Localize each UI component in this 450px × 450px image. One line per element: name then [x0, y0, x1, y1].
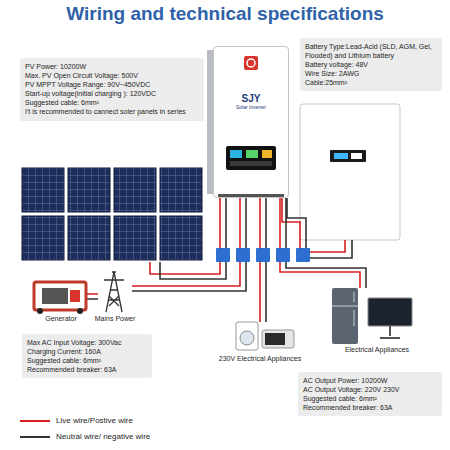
product-name: Solar Inverter — [214, 104, 288, 110]
wire — [220, 198, 300, 248]
generator-icon — [34, 282, 86, 310]
spec-panel: Max AC Input Voltage: 300VacCharging Cur… — [22, 334, 152, 378]
spec-line: Recommended breaker: 63A — [27, 365, 147, 374]
generator-icon — [34, 282, 86, 314]
appliance-230v-icon — [240, 331, 254, 345]
spec-line: Max. PV Open Circuit Voltage: 500V — [25, 71, 199, 80]
breaker — [276, 248, 290, 262]
appliance-230v-icon — [265, 333, 285, 345]
spec-line: Recommended breaker: 63A — [303, 403, 437, 412]
icon-label: Mains Power — [86, 315, 144, 323]
wire — [86, 240, 366, 322]
appliance-230v-icon — [262, 330, 294, 348]
legend-entry: Neutral wire/ negative wire — [56, 432, 150, 441]
spec-line: AC Output Voltage: 220V 230V — [303, 385, 437, 394]
wire — [226, 198, 306, 248]
spec-panel: Battery Type:Lead-Acid (SLD, AGM, Gel, F… — [300, 38, 442, 91]
battery-unit — [351, 153, 362, 159]
inverter-body — [226, 146, 276, 170]
generator-icon — [37, 308, 43, 314]
solar-panel — [22, 168, 202, 260]
solar-panel — [22, 168, 64, 212]
inverter-body — [244, 56, 258, 70]
solar-panel — [114, 168, 156, 212]
spec-panel: AC Output Power: 10200WAC Output Voltage… — [298, 372, 442, 416]
spec-line: PV Power: 10200W — [25, 62, 199, 71]
spec-line: Suggested cable: 6mm² — [27, 356, 147, 365]
breaker — [256, 248, 270, 262]
inverter-body — [247, 59, 255, 67]
solar-panel — [68, 216, 110, 260]
inverter-box: SJYSolar Inverter — [213, 46, 289, 198]
legend-line-sample — [20, 421, 50, 437]
spec-panel: PV Power: 10200WMax. PV Open Circuit Vol… — [20, 58, 204, 121]
spec-line: Charging Current: 160A — [27, 347, 147, 356]
diagram-title: Wiring and technical specifications — [0, 3, 450, 25]
solar-panel — [160, 216, 202, 260]
appliance-230v-icon — [236, 322, 258, 350]
spec-line: AC Output Power: 10200W — [303, 376, 437, 385]
spec-line: Max AC Input Voltage: 300Vac — [27, 338, 147, 347]
legend-line-sample — [20, 436, 50, 438]
spec-line: Start-up voltage(initial charging ): 120… — [25, 89, 199, 98]
brand-logo-text: SJY — [214, 93, 288, 104]
wire — [86, 198, 366, 322]
legend-text: Live wire/Postive wire — [56, 416, 133, 425]
mains-tower-icon — [104, 272, 124, 312]
appliance-230v-icon — [236, 322, 294, 350]
inverter-body — [262, 150, 272, 158]
icon-label: Generator — [30, 315, 92, 323]
spec-line: I't is recommended to cannect soler pane… — [25, 107, 199, 116]
spec-line: PV MPPT Voltage Range: 90V~450VDC — [25, 80, 199, 89]
spec-line: Suggested cable: 6mm² — [303, 394, 437, 403]
generator-icon — [42, 288, 68, 304]
electrical-appliances-icon — [332, 288, 412, 344]
battery-unit — [330, 150, 366, 162]
generator-icon — [77, 308, 83, 314]
icon-label: 230V Electrical Appliances — [200, 355, 320, 363]
spec-line: Battery voltage: 48V — [305, 60, 437, 69]
battery-unit — [300, 104, 400, 240]
electrical-appliances-icon — [380, 326, 400, 338]
solar-panel — [114, 216, 156, 260]
spec-line: Battery Type:Lead-Acid (SLD, AGM, Gel, F… — [305, 42, 437, 60]
inverter-body — [230, 161, 272, 166]
spec-line: Cable:25mm² — [305, 78, 437, 87]
spec-line: Suggested cable: 6mm² — [25, 98, 199, 107]
solar-panel — [22, 216, 64, 260]
electrical-appliances-icon — [368, 298, 412, 326]
inverter-body — [246, 150, 258, 158]
breaker — [216, 248, 230, 262]
mains-tower-icon — [104, 272, 124, 312]
legend-line-sample — [20, 420, 50, 422]
solar-panel — [68, 168, 110, 212]
generator-icon — [70, 290, 80, 302]
battery-unit — [334, 153, 348, 159]
inverter-body — [230, 150, 242, 158]
solar-panel — [160, 168, 202, 212]
legend-text: Neutral wire/ negative wire — [56, 432, 150, 441]
icon-label: Electrical Appliances — [322, 346, 432, 354]
spec-line: Wire Size: 2AWG — [305, 69, 437, 78]
inverter-body — [213, 46, 289, 198]
electrical-appliances-icon — [332, 288, 358, 344]
battery-unit — [300, 104, 400, 240]
breaker — [216, 248, 310, 262]
inverter-body — [207, 46, 289, 198]
wire — [86, 240, 360, 322]
breaker — [296, 248, 310, 262]
breaker — [236, 248, 250, 262]
legend-entry: Live wire/Postive wire — [56, 416, 133, 425]
electrical-appliances-icon — [332, 292, 358, 326]
